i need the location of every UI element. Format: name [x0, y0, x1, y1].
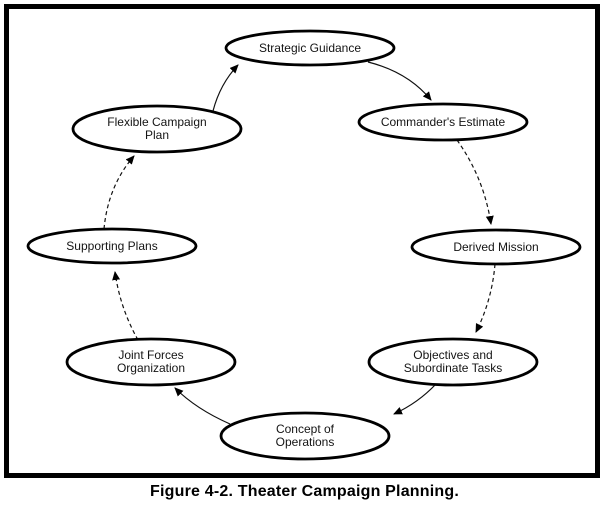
node-supporting-plans: Supporting Plans: [26, 227, 198, 265]
edge-flexible-campaign-plan-to-strategic-guidance: [212, 64, 239, 112]
node-concept-of-operations: Concept of Operations: [219, 411, 391, 461]
node-ellipse: [71, 104, 243, 154]
edge-strategic-guidance-to-commanders-estimate: [367, 61, 432, 101]
node-ellipse: [357, 102, 529, 142]
node-label-line2: Operations: [276, 435, 335, 449]
node-label-line2: Organization: [117, 361, 185, 375]
node-label-line1: Objectives and: [413, 348, 492, 362]
edge-commanders-estimate-to-derived-mission: [456, 139, 494, 225]
figure-border: [4, 4, 600, 478]
node-label-line1: Joint Forces: [118, 348, 183, 362]
node-label: Derived Mission: [453, 240, 538, 254]
node-label-line1: Flexible Campaign: [107, 115, 206, 129]
node-strategic-guidance: Strategic Guidance: [224, 29, 396, 67]
edge-concept-of-operations-to-joint-forces: [174, 387, 231, 425]
node-derived-mission: Derived Mission: [410, 228, 582, 266]
node-ellipse: [219, 411, 391, 461]
node-label-line2: Plan: [145, 128, 169, 142]
node-ellipse: [65, 337, 237, 387]
node-ellipse: [410, 228, 582, 266]
figure-caption: Figure 4-2. Theater Campaign Planning.: [150, 483, 459, 500]
edge-objectives-to-concept-of-operations: [393, 383, 437, 415]
node-commanders-estimate: Commander's Estimate: [357, 102, 529, 142]
node-label-line2: Subordinate Tasks: [404, 361, 503, 375]
node-ellipse: [26, 227, 198, 265]
node-label: Strategic Guidance: [259, 41, 361, 55]
node-ellipse: [367, 337, 539, 387]
node-label: Supporting Plans: [66, 239, 157, 253]
edge-derived-mission-to-objectives: [475, 263, 496, 333]
node-flexible-campaign-plan: Flexible Campaign Plan: [71, 104, 243, 154]
node-label-line1: Concept of: [276, 422, 335, 436]
node-joint-forces-organization: Joint Forces Organization: [65, 337, 237, 387]
edge-joint-forces-to-supporting-plans: [112, 271, 139, 341]
node-label: Commander's Estimate: [381, 115, 506, 129]
node-objectives-and-subordinate-tasks: Objectives and Subordinate Tasks: [367, 337, 539, 387]
node-ellipse: [224, 29, 396, 67]
edge-supporting-plans-to-flexible-campaign-plan: [103, 155, 135, 230]
